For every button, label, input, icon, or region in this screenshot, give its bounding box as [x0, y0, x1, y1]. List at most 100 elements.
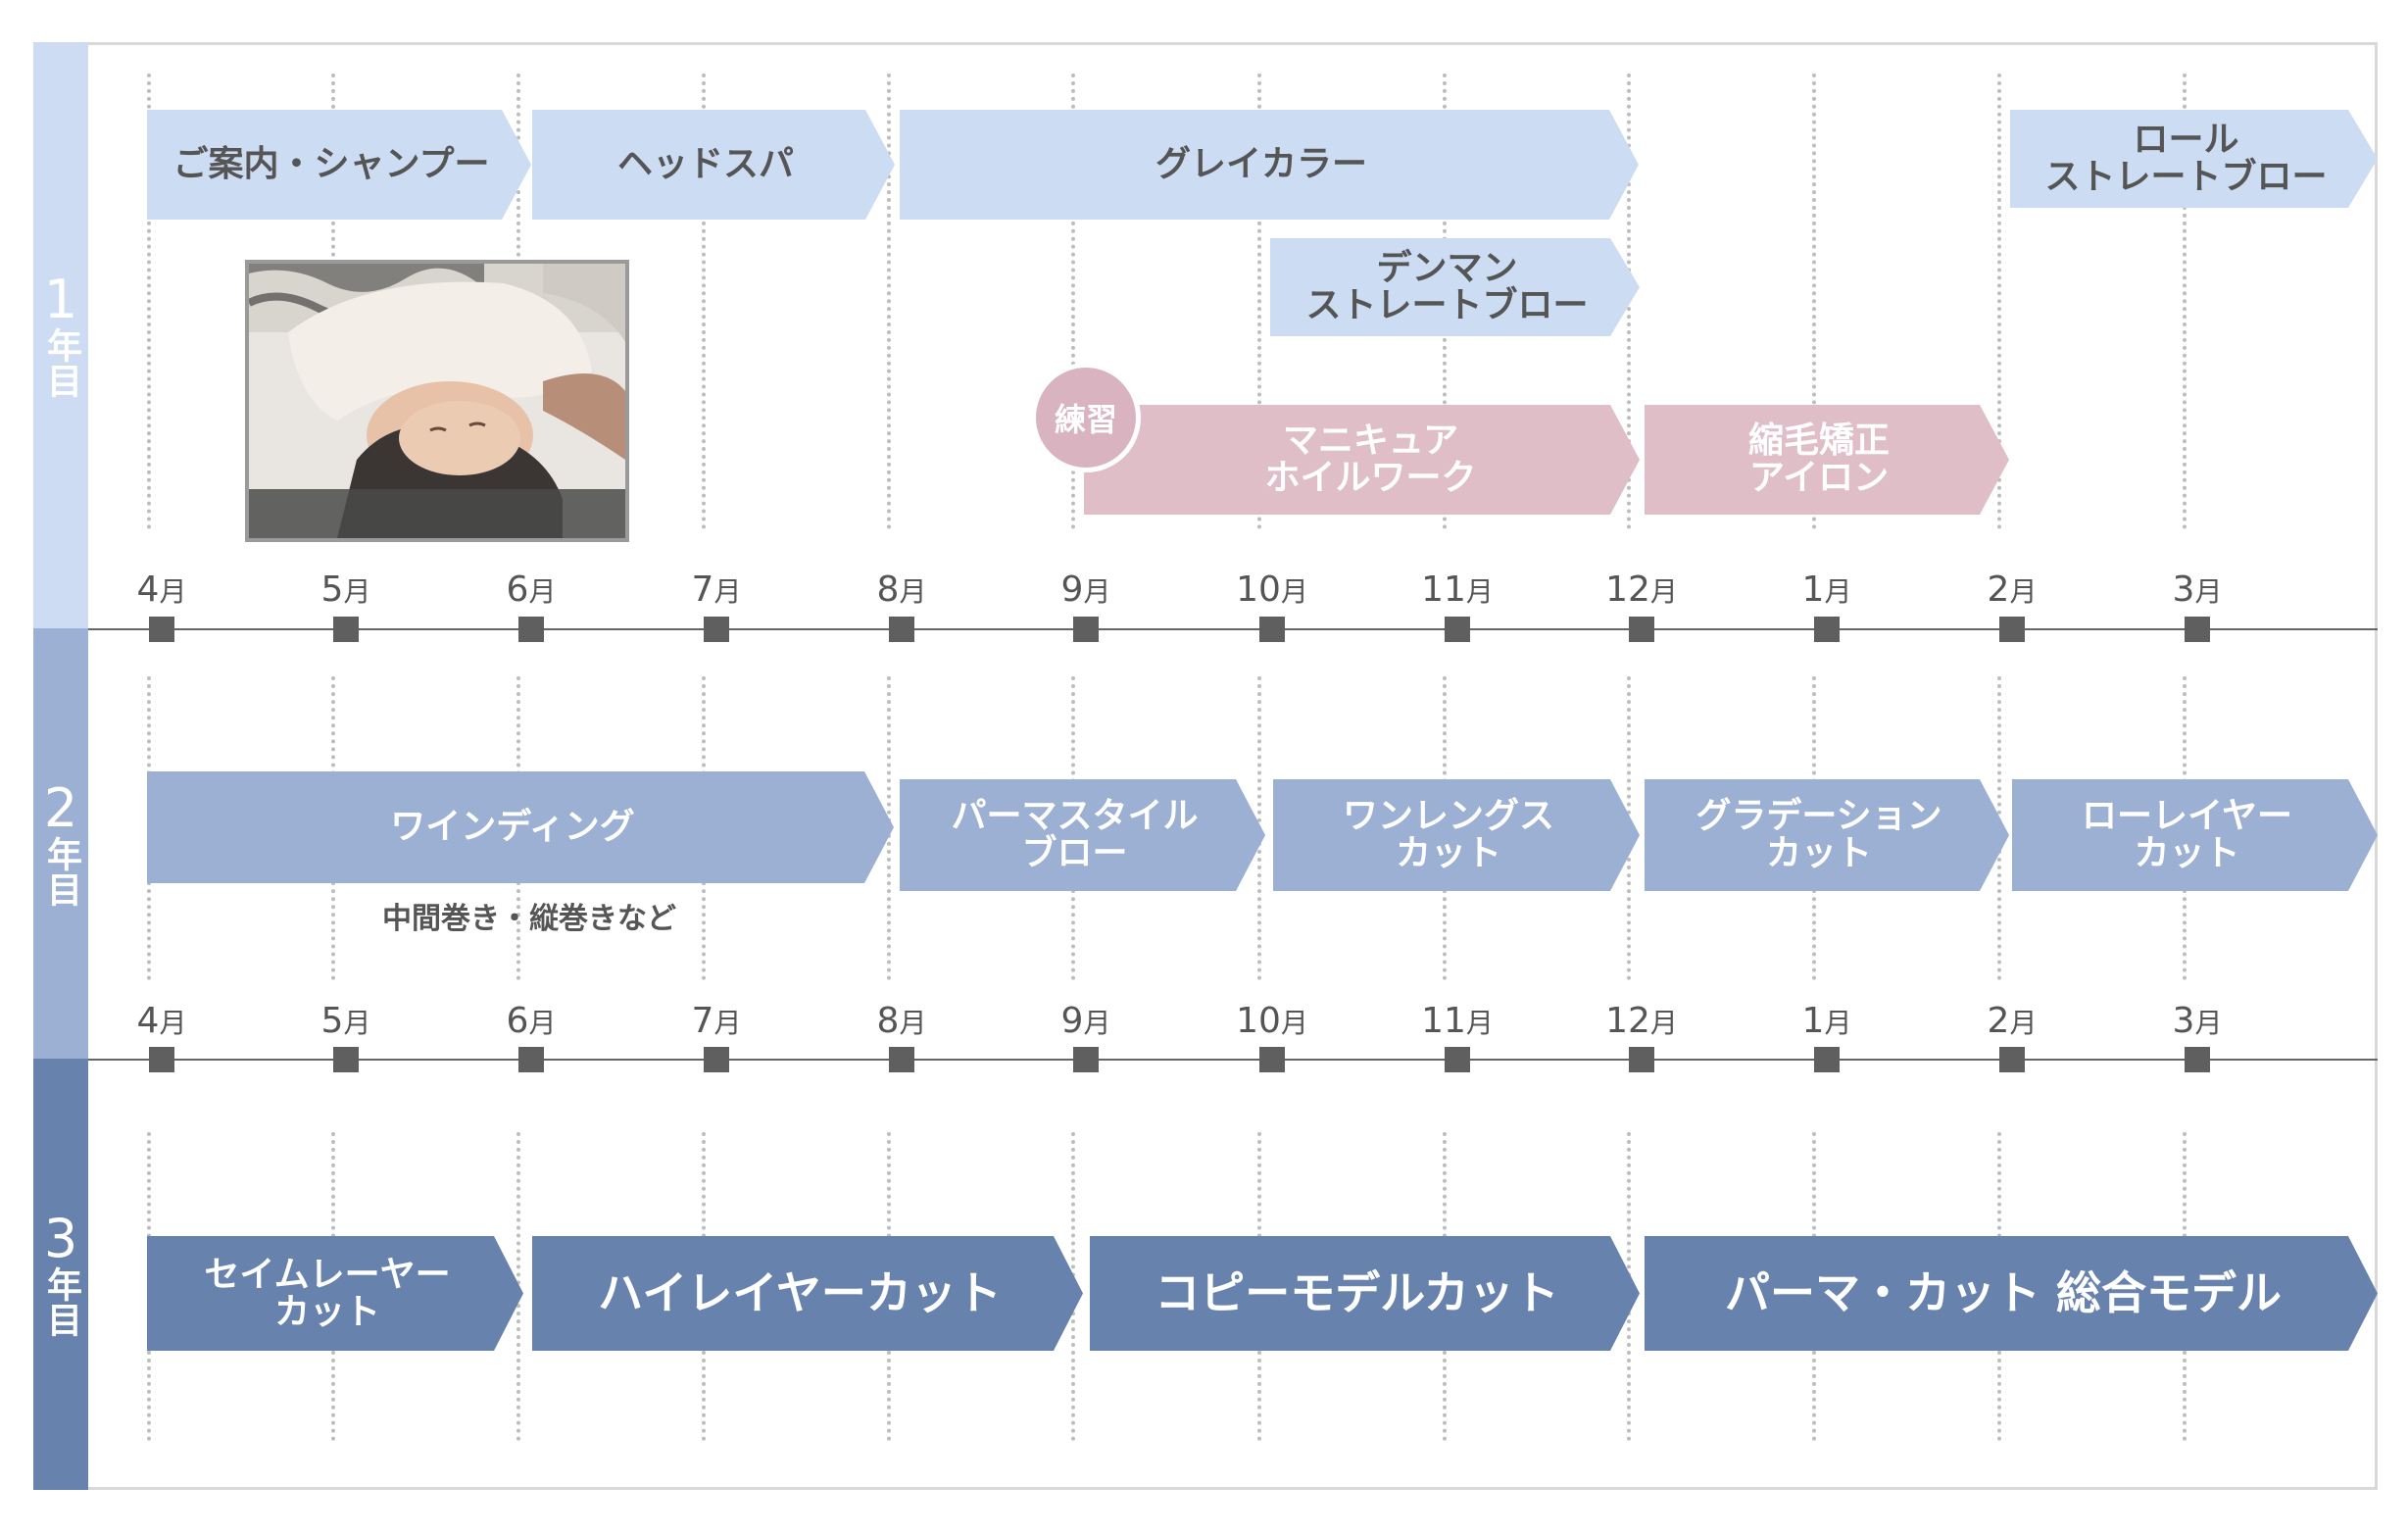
- task-copy-model-cut: コピーモデルカット: [1090, 1236, 1640, 1351]
- month-unit: 月: [1649, 1007, 1678, 1039]
- month-tick: [889, 1047, 914, 1072]
- month-tick: [889, 617, 914, 642]
- month-number: 10: [1236, 1001, 1281, 1041]
- month-tick: [704, 1047, 729, 1072]
- month-number: 7: [691, 1001, 714, 1041]
- month-number: 8: [876, 1001, 900, 1041]
- month-tick: [333, 1047, 359, 1072]
- month-tick: [1073, 1047, 1099, 1072]
- month-label: 9月: [1027, 570, 1145, 612]
- month-tick: [2185, 1047, 2210, 1072]
- month-tick: [1999, 617, 2025, 642]
- month-number: 11: [1421, 570, 1466, 610]
- month-unit: 月: [1649, 575, 1678, 608]
- practice-badge: 練習: [1031, 363, 1141, 472]
- timeline-axis-year1: [88, 628, 2378, 630]
- month-label: 3月: [2138, 1002, 2256, 1043]
- year-band-2: 2 年目: [33, 628, 88, 1059]
- month-tick: [149, 1047, 174, 1072]
- month-unit: 月: [713, 575, 742, 608]
- year-band-3: 3 年目: [33, 1059, 88, 1490]
- task-perm-cut-general-model: パーマ・カット 総合モデル: [1645, 1236, 2378, 1351]
- month-unit: 月: [343, 575, 371, 608]
- month-number: 2: [1987, 570, 2010, 610]
- month-tick: [149, 617, 174, 642]
- month-unit: 月: [343, 1007, 371, 1039]
- month-unit: 月: [1465, 575, 1494, 608]
- month-unit: 月: [1083, 1007, 1111, 1039]
- task-head-spa: ヘッドスパ: [532, 110, 895, 220]
- month-unit: 月: [1824, 1007, 1852, 1039]
- month-number: 7: [691, 570, 714, 610]
- month-label: 10月: [1213, 570, 1331, 612]
- month-label: 7月: [658, 570, 775, 612]
- month-label: 12月: [1583, 570, 1700, 612]
- month-unit: 月: [899, 575, 927, 608]
- month-tick: [1814, 1047, 1840, 1072]
- month-gridline: [702, 74, 706, 529]
- month-unit: 月: [899, 1007, 927, 1039]
- year-number: 3: [43, 1208, 78, 1269]
- month-gridline: [147, 74, 151, 529]
- month-label: 10月: [1213, 1002, 1331, 1043]
- month-tick: [2185, 617, 2210, 642]
- month-unit: 月: [2194, 1007, 2223, 1039]
- month-number: 11: [1421, 1001, 1466, 1041]
- month-label: 4月: [103, 1002, 221, 1043]
- month-label: 8月: [843, 1002, 960, 1043]
- month-label: 12月: [1583, 1002, 1700, 1043]
- task-high-layer-cut: ハイレイヤーカット: [532, 1236, 1083, 1351]
- month-unit: 月: [713, 1007, 742, 1039]
- month-gridline: [887, 74, 891, 529]
- task-same-layer-cut: セイムレーヤー カット: [147, 1236, 523, 1351]
- month-tick: [1445, 617, 1470, 642]
- shampoo-photo: [245, 260, 629, 542]
- month-label: 3月: [2138, 570, 2256, 612]
- month-unit: 月: [2009, 575, 2038, 608]
- month-tick: [1445, 1047, 1470, 1072]
- month-number: 12: [1605, 1001, 1650, 1041]
- task-winding: ワインディング: [147, 771, 894, 883]
- photo-illustration: [247, 264, 625, 538]
- month-tick: [518, 617, 544, 642]
- month-label: 7月: [658, 1002, 775, 1043]
- month-label: 5月: [287, 570, 405, 612]
- month-number: 9: [1060, 570, 1084, 610]
- month-number: 6: [506, 1001, 529, 1041]
- month-number: 5: [320, 570, 344, 610]
- task-guidance-shampoo: ご案内・シャンプー: [147, 110, 531, 220]
- task-perm-style-blow: パーマスタイル ブロー: [900, 779, 1265, 891]
- month-number: 1: [1801, 570, 1825, 610]
- month-unit: 月: [2194, 575, 2223, 608]
- month-gridline: [2183, 74, 2187, 529]
- task-roll-straight-blow: ロール ストレートブロー: [2010, 110, 2378, 208]
- month-unit: 月: [159, 575, 187, 608]
- month-unit: 月: [159, 1007, 187, 1039]
- month-gridline: [1257, 74, 1261, 529]
- task-gray-color: グレイカラー: [900, 110, 1639, 220]
- month-label: 11月: [1399, 1002, 1516, 1043]
- timeline-axis-year2: [88, 1059, 2378, 1061]
- month-number: 3: [2172, 570, 2195, 610]
- month-tick: [333, 617, 359, 642]
- month-label: 2月: [1953, 1002, 2071, 1043]
- month-gridline: [1812, 74, 1816, 529]
- month-unit: 月: [1280, 575, 1308, 608]
- month-number: 8: [876, 570, 900, 610]
- month-tick: [1259, 617, 1285, 642]
- task-graduation-cut: グラデーション カット: [1645, 779, 2009, 891]
- month-tick: [1814, 617, 1840, 642]
- month-tick: [1629, 1047, 1654, 1072]
- task-one-length-cut: ワンレングス カット: [1273, 779, 1640, 891]
- winding-note: 中間巻き・縦巻きなど: [382, 902, 676, 936]
- task-straightening-iron: 縮毛矯正 アイロン: [1645, 405, 2009, 515]
- month-gridline: [1997, 74, 2001, 529]
- year-suffix: 年目: [41, 327, 81, 398]
- month-number: 2: [1987, 1001, 2010, 1041]
- month-number: 1: [1801, 1001, 1825, 1041]
- month-unit: 月: [1465, 1007, 1494, 1039]
- month-unit: 月: [2009, 1007, 2038, 1039]
- month-tick: [1259, 1047, 1285, 1072]
- month-label: 6月: [472, 1002, 590, 1043]
- month-unit: 月: [528, 1007, 557, 1039]
